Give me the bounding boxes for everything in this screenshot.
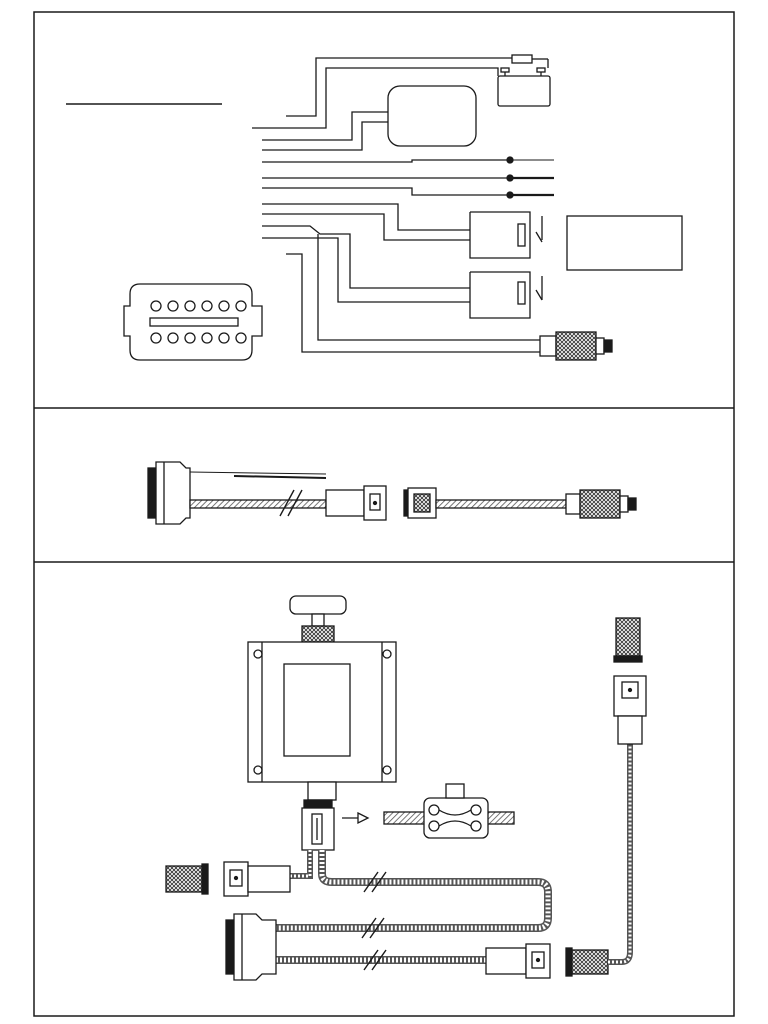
control-module-icon — [387, 85, 477, 147]
connector-pin — [150, 300, 162, 312]
outer-frame — [33, 11, 735, 1017]
connector-plug-icon — [613, 617, 643, 663]
relay-icon — [262, 203, 543, 259]
connector-plug-icon — [225, 913, 277, 981]
junction-block-icon — [383, 783, 515, 839]
connector-plug-icon — [165, 863, 209, 895]
fuse-icon — [511, 54, 533, 64]
connector-pin — [201, 300, 213, 312]
connector-pin — [218, 332, 230, 344]
connector-pin — [235, 332, 247, 344]
connector-pin — [218, 300, 230, 312]
cable-harness-icon — [276, 850, 552, 971]
pressure-sensor-icon — [539, 331, 613, 361]
pressure-sensor-icon — [565, 489, 637, 519]
connector-plug-icon — [325, 485, 387, 521]
arrow-right-icon — [342, 811, 370, 825]
connector-pin — [167, 300, 179, 312]
connector-plug-icon — [123, 283, 263, 361]
connector-plug-icon — [147, 461, 191, 525]
connector-plug-icon — [565, 947, 609, 977]
cable-harness-icon — [608, 744, 633, 965]
connector-plug-icon — [485, 943, 551, 979]
connector-pin — [235, 300, 247, 312]
connector-plug-icon — [403, 487, 437, 519]
cable-harness-icon — [189, 489, 327, 517]
legend-box — [566, 215, 683, 271]
connector-pin — [150, 332, 162, 344]
relay-icon — [262, 225, 543, 319]
connector-plug-icon — [613, 675, 647, 745]
connector-plug-icon — [223, 861, 291, 897]
cable-assembly-panel — [147, 461, 637, 525]
component-kit-panel — [165, 595, 647, 981]
connector-plug-icon — [301, 807, 335, 851]
battery-icon — [497, 67, 551, 107]
connector-pin — [184, 300, 196, 312]
wiring-schematic-panel — [66, 54, 683, 361]
cable-harness-icon — [435, 499, 567, 509]
connector-pin — [184, 332, 196, 344]
connector-pin — [201, 332, 213, 344]
connector-pin — [167, 332, 179, 344]
pressure-regulator-icon — [247, 595, 397, 809]
